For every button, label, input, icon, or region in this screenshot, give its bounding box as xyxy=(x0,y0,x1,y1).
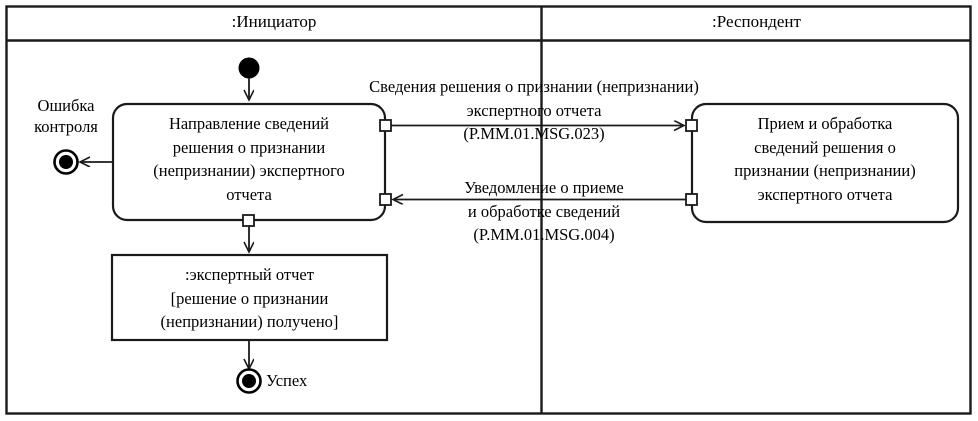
send-activity-label: Направление сведений решения о признании… xyxy=(113,112,385,206)
error-final-node xyxy=(53,149,79,175)
request-message-line-1: Сведения решения о признании (непризнани… xyxy=(369,77,699,96)
receive-activity-line-3: признании (непризнании) xyxy=(734,161,916,180)
send-activity-shape[interactable] xyxy=(111,102,392,227)
initial-node xyxy=(238,57,260,101)
success-final-label: Успех xyxy=(266,371,308,390)
send-activity-line-3: (непризнании) экспертного xyxy=(153,161,345,180)
object-node-line-2: [решение о признании xyxy=(170,288,329,308)
request-message-label: Сведения решения о признании (непризнани… xyxy=(324,75,744,146)
response-message-line-1: Уведомление о приеме xyxy=(464,178,624,197)
success-final-node xyxy=(236,368,262,394)
send-activity-line-1: Направление сведений xyxy=(169,114,329,133)
lane-title-initiator: :Инициатор xyxy=(231,12,317,31)
error-final-line-1: Ошибка xyxy=(37,96,95,115)
request-message-line-3: (P.MM.01.MSG.023) xyxy=(463,124,605,143)
receive-activity-line-1: Прием и обработка xyxy=(757,114,893,133)
error-final-line-2: контроля xyxy=(34,117,98,136)
receive-activity-line-4: экспертного отчета xyxy=(757,184,893,204)
object-node-line-1: :экспертный отчет xyxy=(185,265,314,284)
response-message-line-2: и обработке сведений xyxy=(467,201,621,221)
response-message-line-3: (P.MM.01.MSG.004) xyxy=(473,225,615,244)
receive-activity-shape[interactable] xyxy=(685,102,960,224)
error-final-label: Ошибка контроля xyxy=(6,95,126,137)
send-activity-line-4: отчета xyxy=(226,184,272,204)
lane-title-respondent: :Респондент xyxy=(712,12,801,31)
object-node-line-3: (непризнании) получено] xyxy=(160,312,339,331)
request-message-line-2: экспертного отчета xyxy=(466,100,602,120)
object-node-shape[interactable] xyxy=(110,253,389,342)
receive-activity-line-2: сведений решения о xyxy=(754,137,896,157)
send-activity-line-2: решения о признании xyxy=(172,137,326,157)
receive-activity-label: Прием и обработка сведений решения о при… xyxy=(692,112,958,206)
object-node-label: :экспертный отчет [решение о признании (… xyxy=(112,263,387,334)
response-message-label: Уведомление о приеме и обработке сведени… xyxy=(420,176,668,247)
